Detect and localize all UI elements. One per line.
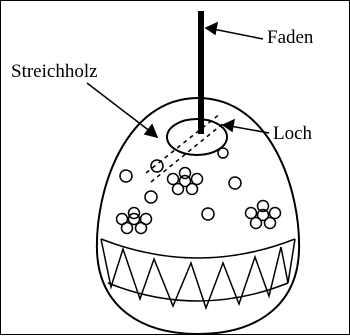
label-match: Streichholz [11, 62, 98, 81]
pointer-arrows [87, 23, 269, 137]
thread-arrowhead [206, 23, 217, 34]
thread-pointer [213, 29, 263, 39]
hole-ellipse [167, 119, 227, 155]
zigzag-band [101, 239, 295, 308]
flower-cluster-center [168, 168, 203, 195]
label-hole: Loch [273, 124, 312, 143]
flower-cluster-left [117, 208, 152, 234]
label-thread: Faden [267, 28, 313, 47]
hole-pointer [230, 126, 269, 133]
band-top-curve [101, 239, 295, 258]
match-pointer [87, 83, 151, 132]
thread-line [198, 11, 204, 134]
match-arrowhead [145, 125, 157, 137]
flower-cluster-right [246, 201, 281, 229]
